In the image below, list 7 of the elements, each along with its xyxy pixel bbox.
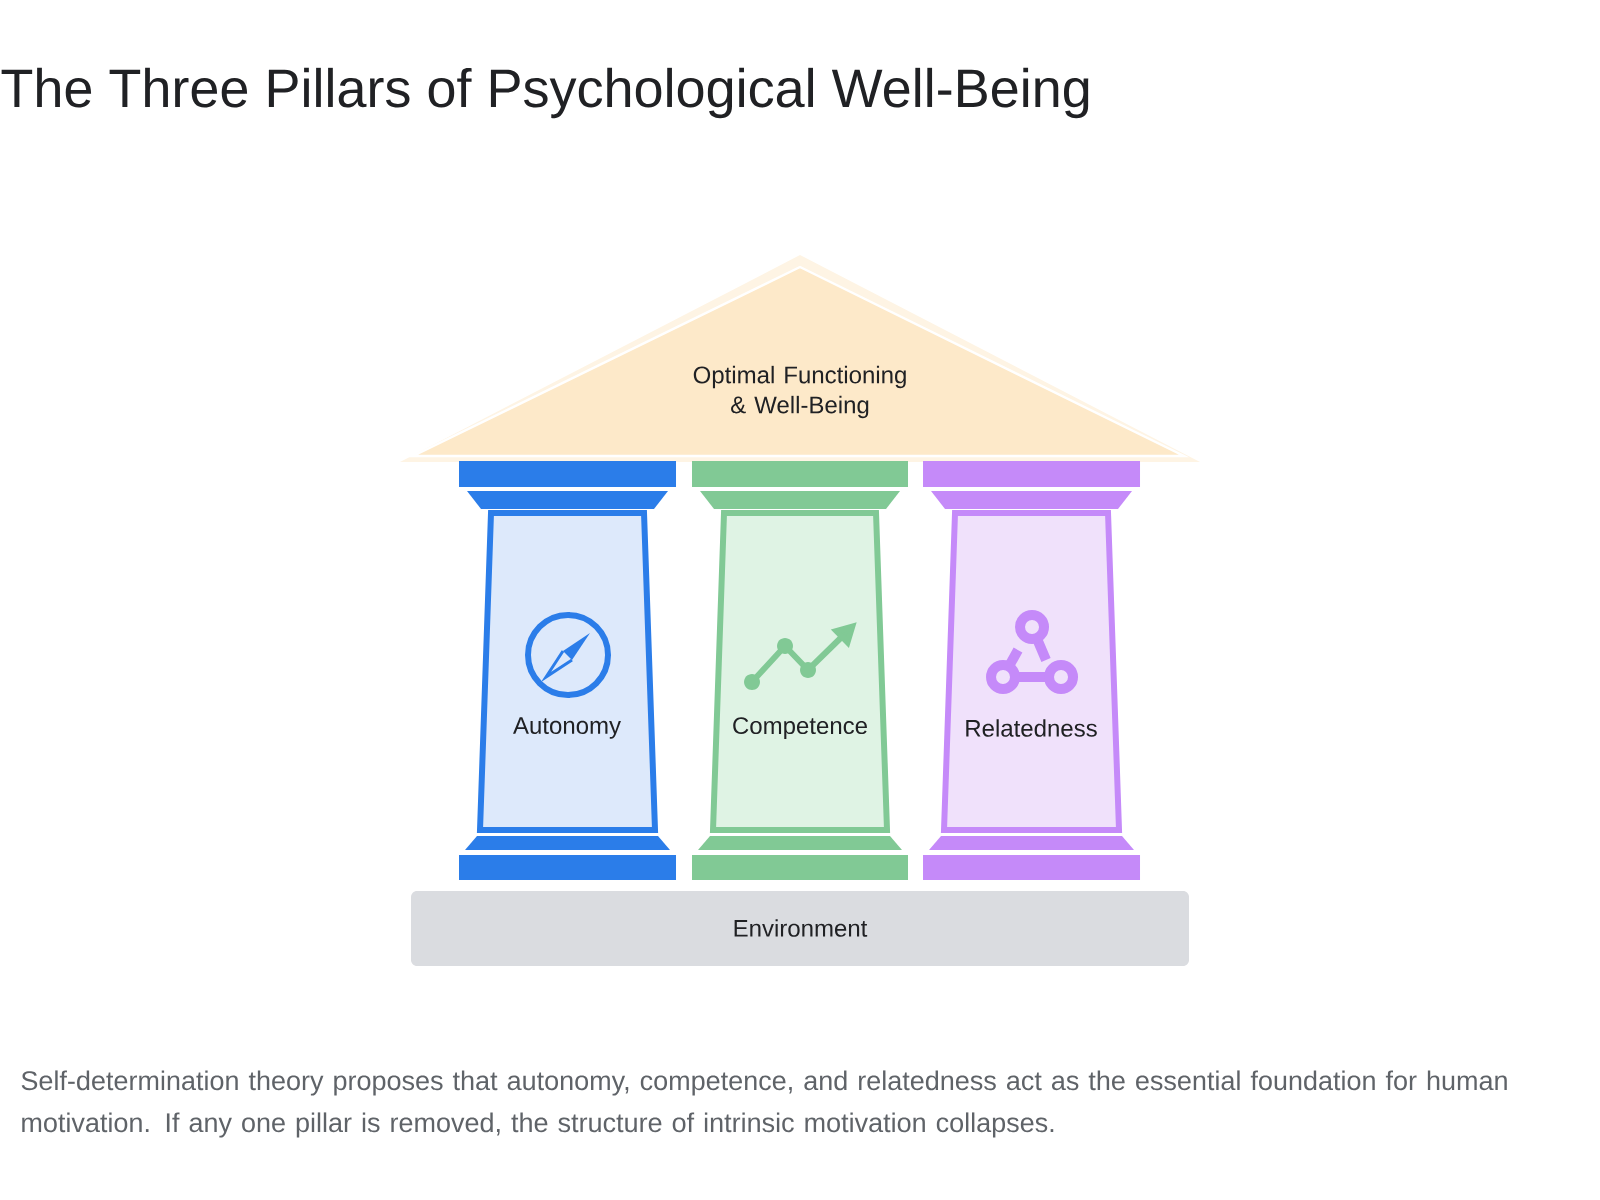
pillar: Competence [692,461,908,880]
base-slab: Environment [411,891,1189,966]
title: The Three Pillars of Psychological Well-Being [1,67,1089,119]
pillar: Relatedness [923,461,1140,880]
roof-triangle: Optimal Functioning & Well-Being [400,255,1200,462]
pillar: Autonomy [459,461,676,880]
caption: Self-determination theory proposes that autonomy, competence, and relatedness act as the essential foundation for human motivation. If any one pillar is removed, the structure of intrinsic motivation collapses. [21,1070,1507,1138]
